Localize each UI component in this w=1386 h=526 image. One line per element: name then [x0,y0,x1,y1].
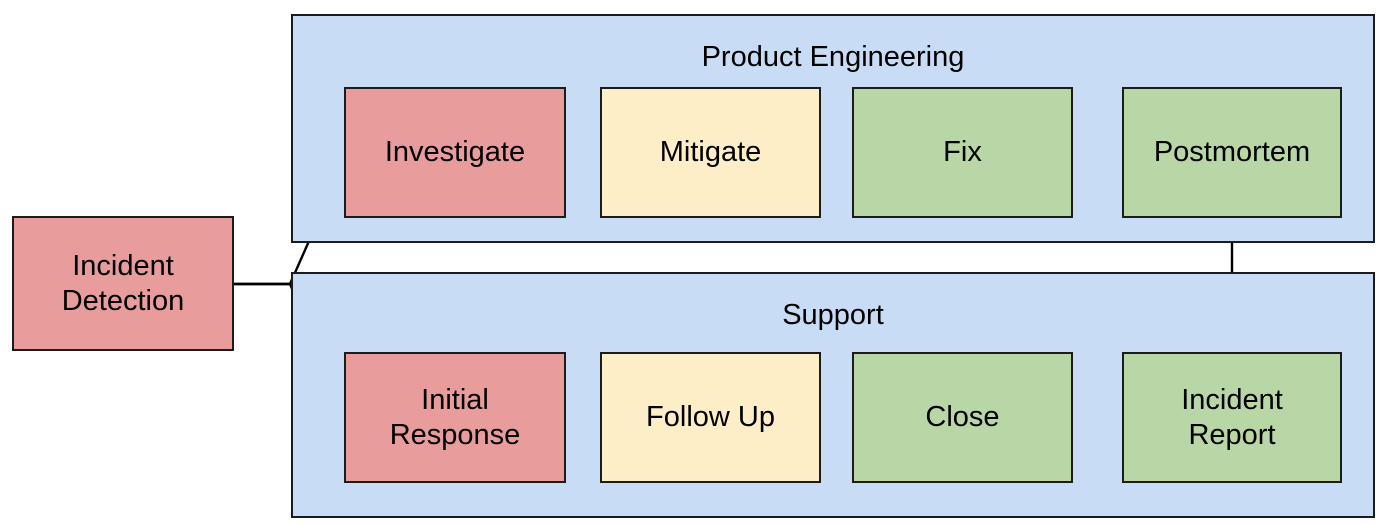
swimlane-title-product-engineering: Product Engineering [701,41,965,73]
node-initial-response[interactable]: Initial Response [344,352,566,483]
node-investigate[interactable]: Investigate [344,87,566,218]
node-mitigate[interactable]: Mitigate [600,87,821,218]
node-label: Initial Response [389,383,521,451]
node-incident-detection[interactable]: Incident Detection [12,216,234,351]
node-close[interactable]: Close [852,352,1073,483]
swimlane-title-support: Support [782,299,884,331]
node-incident-report[interactable]: Incident Report [1122,352,1342,483]
node-label: Postmortem [1153,136,1311,168]
node-label: Close [925,401,1000,433]
node-postmortem[interactable]: Postmortem [1122,87,1342,218]
node-label: Mitigate [659,136,762,168]
node-label: Incident Report [1181,383,1283,451]
node-label: Investigate [384,136,526,168]
node-label: Follow Up [646,401,775,433]
node-label: Incident Detection [61,249,185,317]
node-follow-up[interactable]: Follow Up [600,352,821,483]
node-fix[interactable]: Fix [852,87,1073,218]
node-label: Fix [943,136,982,168]
